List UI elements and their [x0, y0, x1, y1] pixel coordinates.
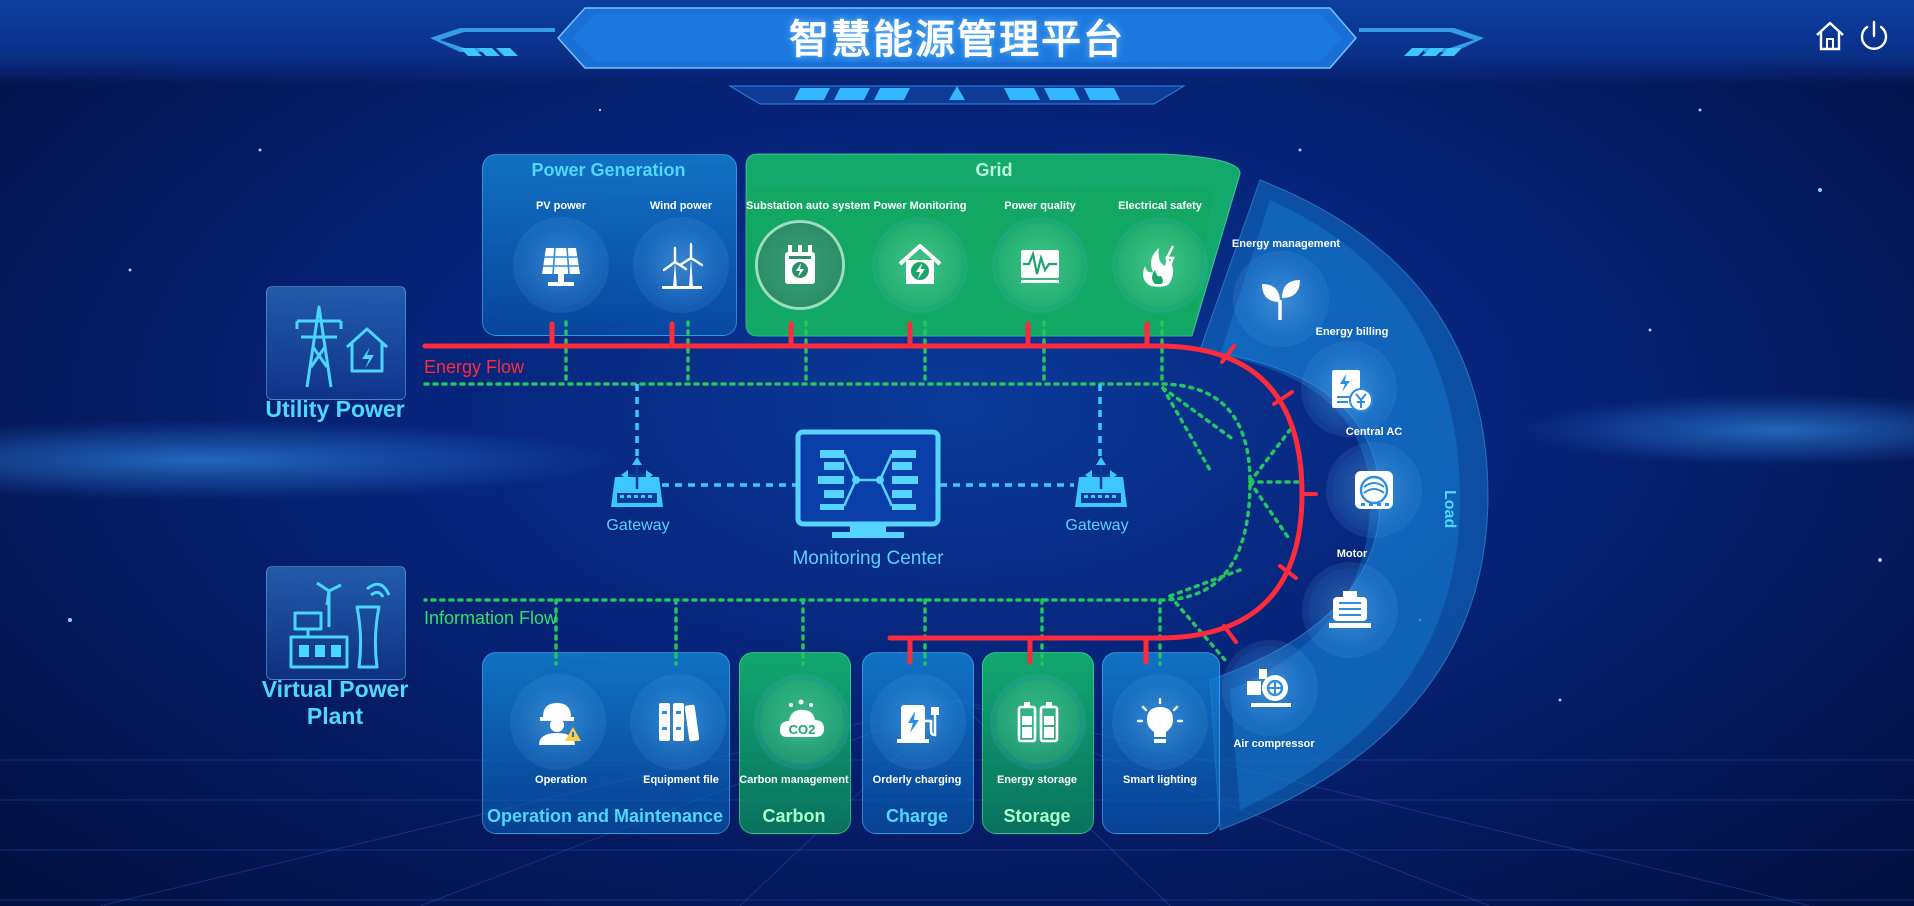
power-plant-icon	[289, 581, 391, 669]
operation-label: Operation	[535, 774, 587, 786]
sprout-icon	[1262, 280, 1300, 320]
battery-icon	[1017, 702, 1059, 743]
files-icon	[659, 703, 700, 742]
monitoring-center-icon[interactable]	[794, 428, 942, 540]
power-quality-tile[interactable]	[998, 223, 1082, 307]
load-panel	[1199, 179, 1489, 831]
pv-power-label: PV power	[535, 200, 587, 212]
storage-title: Storage	[1003, 806, 1071, 826]
vpp-label-line2: Plant	[306, 703, 364, 729]
air-compressor-label: Air compressor	[1233, 738, 1315, 750]
central-ac-label: Central AC	[1345, 426, 1403, 438]
energy-flow-label: Energy Flow	[424, 357, 525, 377]
om-panel	[482, 652, 730, 834]
motor-label: Motor	[1336, 548, 1368, 560]
waveform-icon	[1021, 250, 1059, 283]
orderly-charging-label: Orderly charging	[872, 774, 962, 786]
monitoring-center-label: Monitoring Center	[792, 548, 944, 569]
substation-icon	[785, 245, 815, 284]
utility-power-label: Utility Power	[265, 396, 405, 422]
gateway-left-label: Gateway	[606, 517, 670, 534]
equipment-file-tile[interactable]	[636, 680, 720, 764]
air-compressor-tile[interactable]	[1228, 646, 1312, 730]
vpp-label-line1: Virtual Power	[261, 676, 409, 702]
central-ac-tile[interactable]	[1332, 448, 1416, 532]
power-monitoring-tile[interactable]	[878, 223, 962, 307]
vpp-box	[266, 566, 406, 680]
charger-icon	[897, 705, 939, 743]
carbon-management-tile[interactable]: CO2	[760, 680, 844, 764]
om-title: Operation and Maintenance	[486, 806, 724, 826]
utility-power-box	[266, 286, 406, 400]
energy-billing-tile[interactable]	[1307, 347, 1391, 431]
storage-panel	[982, 652, 1094, 834]
power-icon	[1860, 20, 1888, 50]
grid-title: Grid	[975, 160, 1013, 180]
lightbulb-icon	[1136, 697, 1184, 743]
solar-panel-icon	[542, 247, 580, 286]
power-generation-title: Power Generation	[531, 160, 686, 180]
energy-management-tile[interactable]	[1239, 257, 1323, 341]
power-button[interactable]	[1857, 19, 1891, 53]
gateway-right-icon[interactable]	[1071, 457, 1131, 513]
gateway-left-icon[interactable]	[607, 457, 667, 513]
co2-text: CO2	[789, 722, 816, 737]
home-icon	[1816, 21, 1844, 51]
carbon-panel	[739, 652, 851, 834]
pv-power-tile[interactable]	[519, 223, 603, 307]
gateway-right-label: Gateway	[1065, 517, 1129, 534]
motor-tile[interactable]	[1308, 568, 1392, 652]
vpp-label: Virtual Power Plant	[246, 676, 424, 730]
wind-power-label: Wind power	[649, 200, 713, 212]
energy-billing-label: Energy billing	[1315, 326, 1389, 338]
information-flow-label: Information Flow	[424, 608, 558, 628]
transmission-tower-icon	[295, 305, 389, 388]
orderly-charging-tile[interactable]	[876, 680, 960, 764]
page-title: 智慧能源管理平台	[789, 18, 1125, 62]
energy-storage-label: Energy storage	[996, 774, 1078, 786]
carbon-management-label: Carbon management	[739, 774, 849, 786]
co2-icon: CO2	[779, 699, 824, 737]
substation-tile[interactable]	[758, 223, 842, 307]
carbon-title: Carbon	[762, 806, 826, 826]
operation-tile[interactable]	[516, 680, 600, 764]
charge-title: Charge	[885, 806, 948, 826]
billing-icon	[1332, 370, 1373, 412]
house-power-icon	[898, 244, 942, 284]
smart-lighting-tile[interactable]	[1118, 680, 1202, 764]
power-monitoring-label: Power Monitoring	[873, 200, 967, 212]
energy-storage-tile[interactable]	[996, 680, 1080, 764]
power-quality-label: Power quality	[1004, 200, 1076, 212]
compressor-icon	[1247, 669, 1291, 707]
electrical-safety-tile[interactable]	[1118, 223, 1202, 307]
worker-icon	[539, 703, 581, 745]
smart-lighting-label: Smart lighting	[1123, 774, 1197, 786]
header-frame	[430, 7, 1484, 105]
air-conditioner-icon	[1355, 471, 1393, 509]
energy-management-label: Energy management	[1231, 238, 1341, 250]
wind-turbine-icon	[662, 242, 704, 289]
grid-panel	[745, 153, 1241, 337]
substation-label: Substation auto system	[745, 200, 871, 212]
equipment-file-label: Equipment file	[643, 774, 719, 786]
wind-power-tile[interactable]	[639, 223, 723, 307]
home-button[interactable]	[1813, 19, 1847, 53]
motor-icon	[1329, 591, 1371, 628]
fire-icon	[1143, 245, 1175, 287]
electrical-safety-label: Electrical safety	[1118, 200, 1202, 212]
power-generation-panel	[482, 154, 737, 336]
